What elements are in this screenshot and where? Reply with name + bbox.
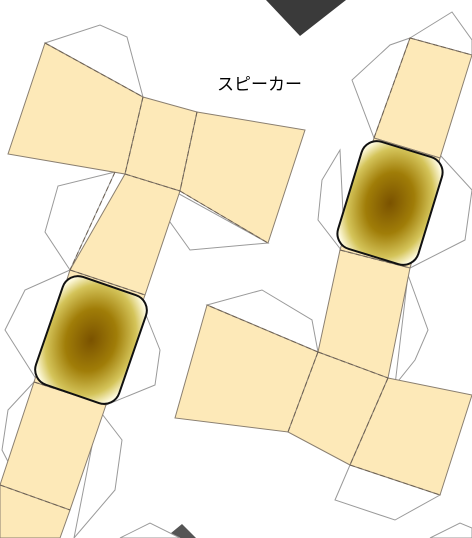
fold-line (373, 37, 411, 139)
fold-line (69, 269, 146, 296)
speaker-net-left (0, 24, 306, 538)
speaker-grille-icon (336, 140, 444, 266)
fold-line (287, 351, 319, 433)
page-title: スピーカー (217, 75, 302, 95)
glue-tab (119, 522, 181, 538)
fold-line (0, 484, 71, 511)
glue-tab (44, 171, 116, 272)
net-panels (174, 37, 472, 496)
fold-line (179, 111, 198, 192)
partial-tabs-bottom (119, 522, 472, 538)
fold-line (124, 173, 181, 192)
speaker-net-right (174, 11, 472, 521)
panel-right-flap (349, 377, 472, 496)
corner-triangle-mark (266, 0, 346, 36)
glue-tab (73, 408, 123, 538)
glue-tab (394, 274, 429, 387)
fold-line (206, 304, 319, 353)
fold-line (409, 37, 472, 56)
glue-tabs (205, 11, 472, 521)
fold-line (179, 190, 269, 244)
fold-line (69, 171, 116, 271)
speaker-grille-icon (34, 275, 148, 405)
fold-line (44, 42, 144, 98)
glue-tab (429, 522, 472, 538)
fold-line (124, 96, 144, 175)
panel-right-flap (179, 111, 306, 244)
fold-line (317, 351, 389, 379)
